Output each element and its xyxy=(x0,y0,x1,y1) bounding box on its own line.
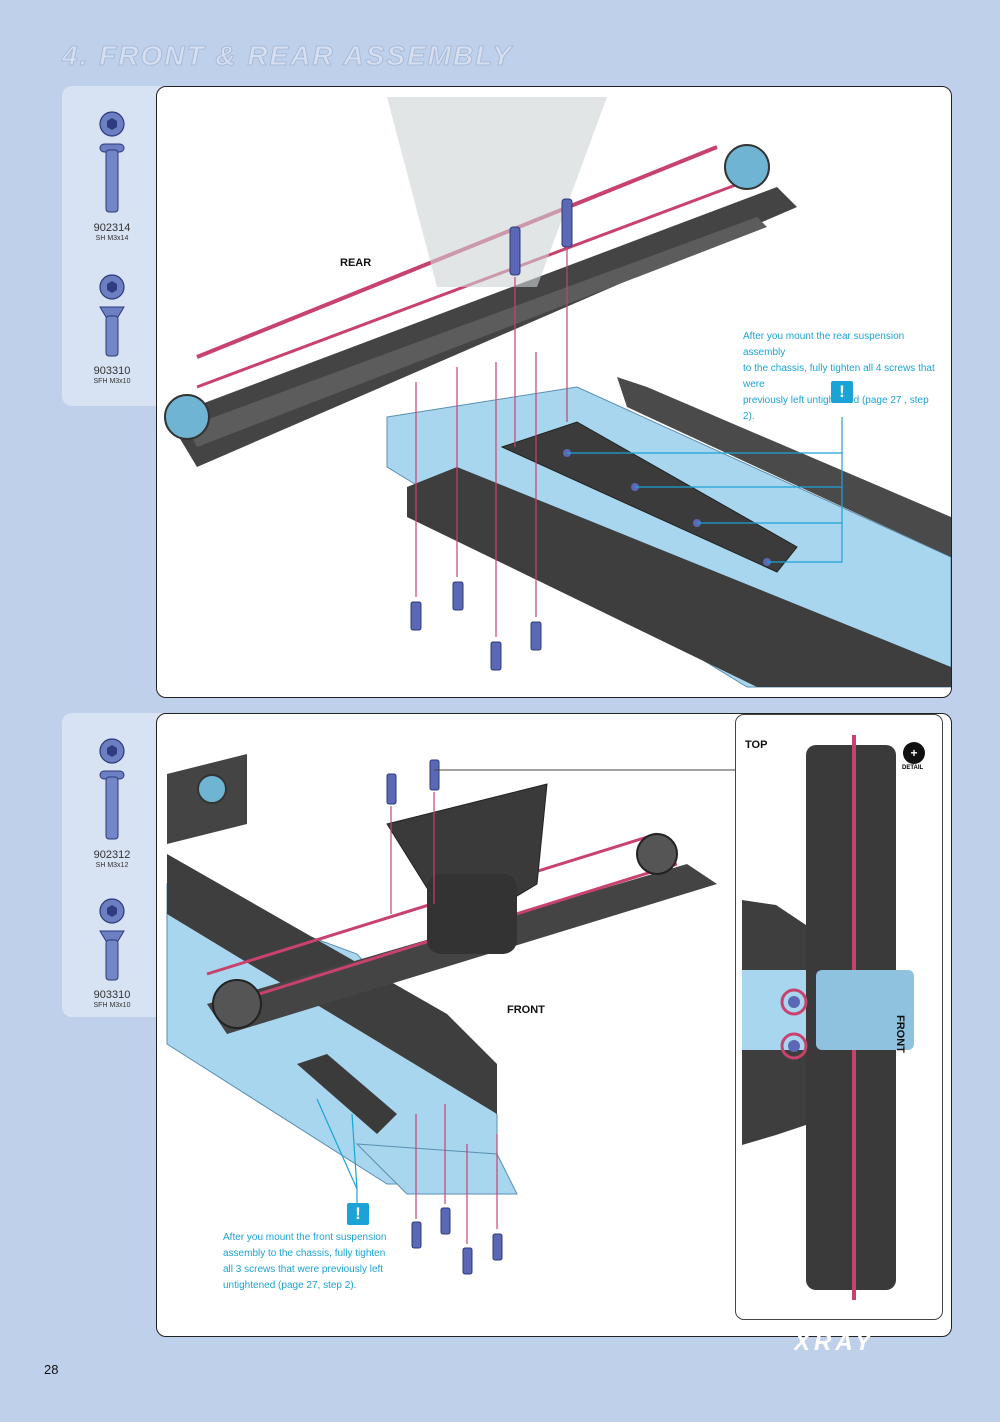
alert-icon: ! xyxy=(831,381,853,403)
front-note-line: untightened (page 27, step 2). xyxy=(223,1280,357,1291)
flat-head-screw-icon xyxy=(99,274,125,357)
front-note-line: all 3 screws that were previously left xyxy=(223,1264,384,1275)
part-desc: SFH M3x10 xyxy=(93,1002,131,1009)
part-desc: SH M3x14 xyxy=(95,235,129,242)
part-code: 903310 xyxy=(93,365,131,377)
step1-illustration-panel: REAR After you mount the rear suspension… xyxy=(156,86,952,698)
top-label: TOP xyxy=(745,739,768,751)
front-note-line: After you mount the front suspension xyxy=(223,1232,387,1243)
section-title: 4. FRONT & REAR ASSEMBLY xyxy=(62,40,513,72)
step1-parts-column: 902314 SH M3x14 903310 SFH M3x10 xyxy=(62,86,162,406)
part-903310: 903310 SFH M3x10 xyxy=(62,895,162,1010)
part-903310: 903310 SFH M3x10 xyxy=(62,271,162,386)
rear-note-line: to the chassis, fully tighten all 4 scre… xyxy=(743,363,935,390)
part-902314: 902314 SH M3x14 xyxy=(62,108,162,243)
part-code: 902312 xyxy=(93,849,131,861)
alert-icon: ! xyxy=(347,1203,369,1225)
rear-note: After you mount the rear suspension asse… xyxy=(743,329,943,425)
top-view-illustration: + xyxy=(742,735,925,1300)
part-code: 902314 xyxy=(93,222,131,234)
xray-logo: XRAY xyxy=(792,1329,954,1359)
front-assembly-illustration xyxy=(166,754,798,1275)
svg-text:XRAY: XRAY xyxy=(794,1330,875,1354)
rear-note-line: After you mount the rear suspension asse… xyxy=(743,331,905,358)
front-label: FRONT xyxy=(507,1004,545,1016)
rear-assembly-illustration xyxy=(164,97,951,688)
detail-label: DETAIL xyxy=(902,765,924,771)
rear-label: REAR xyxy=(340,257,372,269)
front-note: After you mount the front suspension ass… xyxy=(223,1230,393,1294)
part-desc: SFH M3x10 xyxy=(93,378,131,385)
button-head-screw-icon xyxy=(99,738,125,840)
part-code: 903310 xyxy=(93,989,131,1001)
part-902312: 902312 SH M3x12 xyxy=(62,735,162,870)
page-number: 28 xyxy=(44,1362,59,1377)
side-front-label: FRONT xyxy=(894,1015,906,1053)
button-head-screw-icon xyxy=(99,111,125,213)
step2-illustration-panel: FRONT After you mount the front suspensi… xyxy=(156,713,952,1337)
front-note-line: assembly to the chassis, fully tighten xyxy=(223,1248,386,1259)
xray-logo-icon: XRAY xyxy=(792,1329,875,1356)
svg-text:+: + xyxy=(910,746,917,760)
part-desc: SH M3x12 xyxy=(95,862,129,869)
top-view-detail-inset: + TOP DETAIL FRONT xyxy=(735,714,943,1320)
flat-head-screw-icon xyxy=(99,898,125,981)
step2-parts-column: 902312 SH M3x12 903310 SFH M3x10 xyxy=(62,713,162,1017)
